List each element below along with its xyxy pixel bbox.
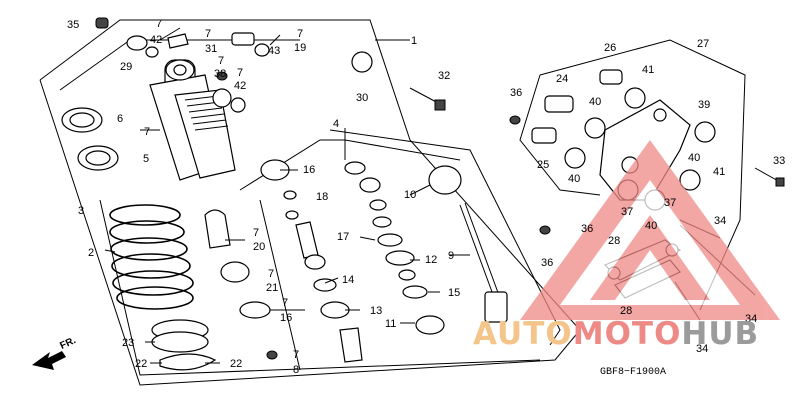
watermark-text: AUTOMOTOHUB	[473, 316, 759, 352]
callout-36: 36	[541, 257, 553, 269]
callout-7: 7	[282, 297, 288, 309]
callout-27: 27	[697, 38, 709, 50]
callout-9: 9	[448, 250, 454, 262]
callout-34: 34	[696, 343, 708, 355]
callout-7: 7	[253, 227, 259, 239]
callout-40: 40	[589, 96, 601, 108]
callout-12: 12	[425, 254, 437, 266]
top-small-parts	[95, 17, 446, 113]
callout-22: 22	[230, 358, 242, 370]
damper-parts	[204, 159, 508, 363]
callout-7: 7	[205, 28, 211, 40]
lock-nut-5	[77, 145, 119, 171]
callout-42: 42	[150, 34, 162, 46]
callout-28: 28	[608, 235, 620, 247]
callout-1: 1	[411, 35, 417, 47]
callout-21: 21	[266, 282, 278, 294]
callout-26: 26	[604, 42, 616, 54]
callout-3: 3	[78, 205, 84, 217]
callout-14: 14	[342, 274, 354, 286]
callout-30: 30	[356, 92, 368, 104]
callout-39: 39	[698, 99, 710, 111]
leader-lines	[104, 27, 470, 364]
callout-28: 28	[620, 305, 632, 317]
callout-33: 33	[773, 155, 785, 167]
callout-40: 40	[645, 220, 657, 232]
callout-2: 2	[88, 247, 94, 259]
shock-spring	[109, 204, 194, 310]
callout-23: 23	[122, 337, 134, 349]
watermark-word-hub: HUB	[681, 316, 760, 352]
watermark-word-moto: MOTO	[572, 316, 682, 352]
callout-38: 38	[214, 68, 226, 80]
callout-13: 13	[370, 305, 382, 317]
callout-40: 40	[688, 152, 700, 164]
callout-6: 6	[117, 113, 123, 125]
callout-34: 34	[745, 313, 757, 325]
watermark-logo	[520, 140, 780, 320]
callout-18: 18	[316, 191, 328, 203]
spring-stopper-22	[159, 353, 217, 371]
watermark-word-auto: AUTO	[473, 316, 573, 352]
callout-43: 43	[268, 45, 280, 57]
spring-seat-23	[151, 319, 209, 353]
callout-25: 25	[537, 159, 549, 171]
callout-36: 36	[581, 223, 593, 235]
front-direction-arrow	[32, 351, 66, 370]
callout-11: 11	[385, 318, 396, 330]
callout-17: 17	[337, 231, 349, 243]
callout-16: 16	[280, 312, 292, 324]
callout-41: 41	[642, 64, 654, 76]
callout-8: 8	[293, 364, 299, 376]
callout-16: 16	[303, 164, 315, 176]
callout-24: 24	[556, 73, 568, 85]
callout-7: 7	[297, 28, 303, 40]
callout-32: 32	[438, 70, 450, 82]
callout-22: 22	[135, 358, 147, 370]
callout-7: 7	[268, 268, 274, 280]
callout-40: 40	[568, 173, 580, 185]
callout-15: 15	[448, 287, 460, 299]
callout-7: 7	[293, 349, 299, 361]
callout-35: 35	[67, 19, 79, 31]
callout-20: 20	[253, 241, 265, 253]
diagram-code: GBF8−F1900A	[600, 367, 667, 378]
callout-41: 41	[713, 166, 725, 178]
callout-42: 42	[234, 80, 246, 92]
callout-29: 29	[120, 61, 132, 73]
callout-5: 5	[143, 153, 149, 165]
callout-7: 7	[237, 67, 243, 79]
callout-37: 37	[621, 206, 633, 218]
callout-34: 34	[714, 215, 726, 227]
callout-7: 7	[218, 55, 224, 67]
callout-19: 19	[294, 42, 306, 54]
callout-7: 7	[144, 126, 150, 138]
frame-outlines	[39, 19, 746, 386]
callout-labels: 1 35 7 42 29 7 31 7 19 43 7 38 7 42 7 6 …	[67, 18, 785, 376]
callout-31: 31	[205, 43, 217, 55]
callout-37: 37	[664, 197, 676, 209]
callout-10: 10	[404, 189, 416, 201]
callout-4: 4	[333, 118, 339, 130]
lock-nut-6	[61, 107, 103, 133]
shock-absorber-body	[149, 59, 236, 181]
callout-7: 7	[156, 18, 162, 30]
callout-36: 36	[510, 87, 522, 99]
